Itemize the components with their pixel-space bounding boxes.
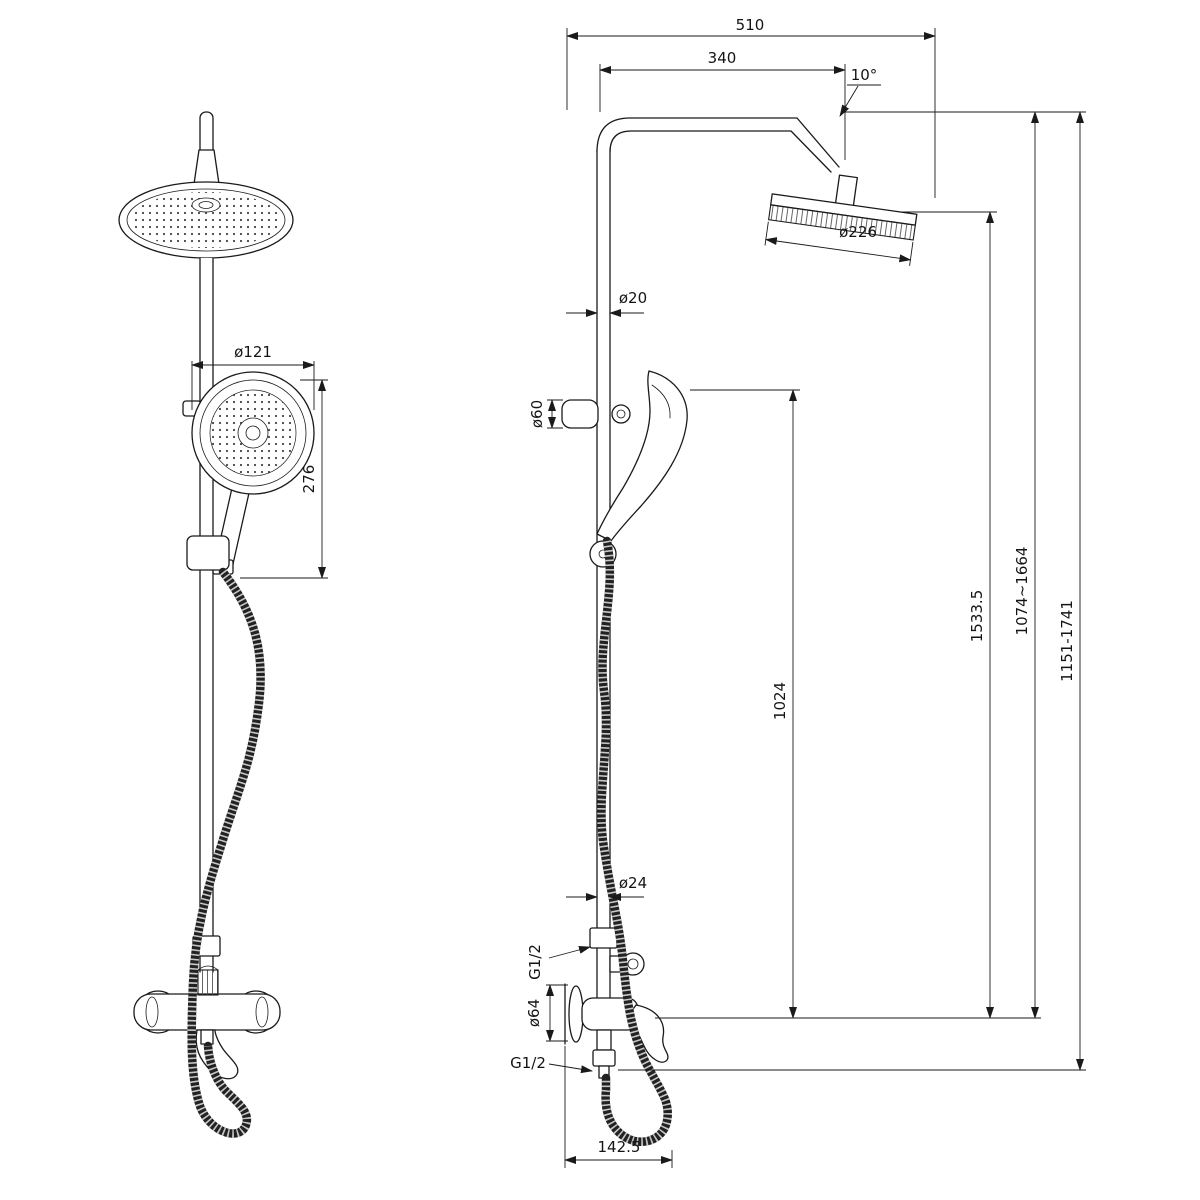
side-view — [561, 117, 918, 1146]
mixer-side — [564, 983, 669, 1079]
dim-label-inlet-thread: G1/2 — [526, 944, 544, 980]
head-mount-front — [193, 149, 220, 185]
riser-nut-side — [589, 927, 618, 949]
hand-shower-front — [191, 371, 315, 575]
dim-label-head-tilt-angle: 10° — [851, 66, 878, 84]
dim-label-lower-riser-diameter: ø24 — [619, 874, 647, 892]
dimension-labels: ø121 276 510 340 10° ø226 ø20 ø60 1024 1… — [234, 16, 1076, 1156]
dim-label-riser-diameter: ø20 — [619, 289, 647, 307]
mixer-front — [133, 965, 281, 1080]
shower-arm-side — [596, 117, 840, 168]
rain-head-side — [764, 174, 918, 266]
dim-label-height-range-a: 1074~1664 — [1013, 547, 1031, 636]
dim-label-hand-shower-diameter: ø121 — [234, 343, 272, 361]
dim-label-arm-reach: 340 — [708, 49, 737, 67]
dim-label-spout-offset: 142.5 — [598, 1138, 641, 1156]
dimension-lines — [191, 28, 1086, 1168]
slider-bracket-front — [186, 535, 230, 571]
riser-front — [200, 258, 213, 940]
dim-label-escutcheon-diameter: ø64 — [525, 999, 543, 1027]
dim-label-bracket-diameter: ø60 — [528, 400, 546, 428]
dim-label-riser-length: 1024 — [771, 682, 789, 720]
dim-label-head-diameter: ø226 — [839, 223, 877, 241]
diverter-knob-front — [197, 969, 219, 996]
dim-label-overall-height: 1533.5 — [968, 590, 986, 643]
dim-label-height-range-b: 1151-1741 — [1058, 600, 1076, 682]
front-view — [118, 111, 315, 1138]
escutcheon-side — [568, 985, 584, 1043]
dim-label-top-width: 510 — [736, 16, 765, 34]
dim-label-outlet-thread: G1/2 — [510, 1054, 546, 1072]
dim-label-hand-shower-length: 276 — [300, 465, 318, 494]
rain-head-front — [118, 181, 294, 259]
wall-bracket-side — [561, 399, 631, 429]
